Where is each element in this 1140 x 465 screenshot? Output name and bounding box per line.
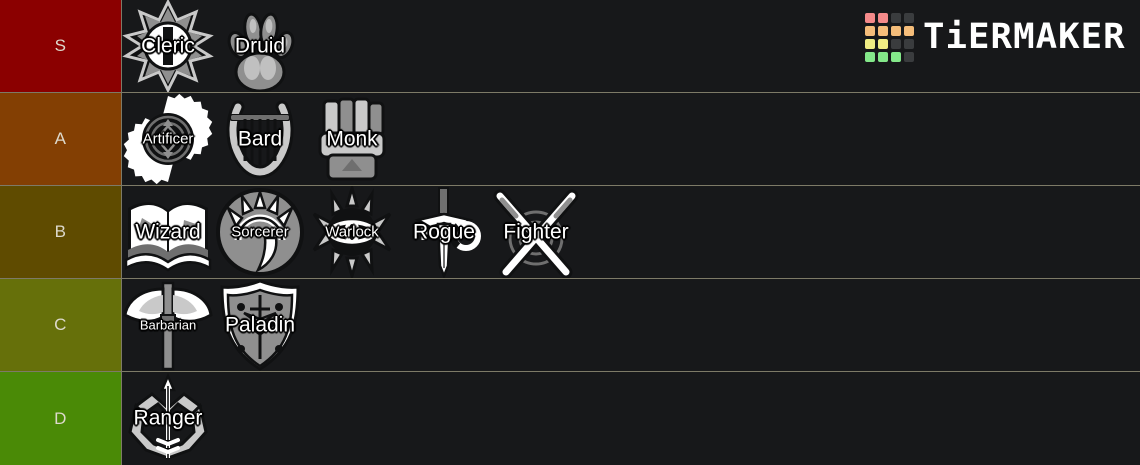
tier-item-fighter[interactable]: Fighter [490, 186, 582, 278]
logo-grid-cell [878, 26, 889, 36]
logo-grid-cell [865, 52, 876, 62]
tier-item-artificer[interactable]: Artificer [122, 93, 214, 185]
tier-item-ranger[interactable]: Ranger [122, 372, 214, 464]
rogue-dagger-icon [398, 186, 490, 278]
logo-grid-cell [865, 39, 876, 49]
cleric-sunburst-icon [122, 0, 214, 92]
logo-grid-cell [878, 39, 889, 49]
logo-grid-cell [865, 13, 876, 23]
wizard-book-icon [122, 186, 214, 278]
tiermaker-grid-logo-icon [865, 13, 915, 62]
tier-item-warlock[interactable]: Warlock [306, 186, 398, 278]
tier-row-b: B Wizard Sorcerer [0, 186, 1140, 279]
tier-label-d[interactable]: D [0, 372, 122, 465]
tier-row-a: A Artificer [0, 93, 1140, 186]
tier-dropzone-c[interactable]: Barbarian Paladin [122, 279, 1140, 371]
logo-grid-cell [904, 26, 915, 36]
tier-item-sorcerer[interactable]: Sorcerer [214, 186, 306, 278]
tier-dropzone-d[interactable]: Ranger [122, 372, 1140, 465]
tier-item-rogue[interactable]: Rogue [398, 186, 490, 278]
artificer-gear-icon [122, 93, 214, 185]
logo-grid-cell [891, 52, 902, 62]
tiermaker-logo[interactable]: TiERMAKER [865, 13, 1126, 62]
logo-grid-cell [891, 39, 902, 49]
ranger-bow-icon [122, 372, 214, 464]
logo-grid-cell [904, 13, 915, 23]
tier-item-wizard[interactable]: Wizard [122, 186, 214, 278]
logo-grid-cell [865, 26, 876, 36]
logo-grid-cell [891, 13, 902, 23]
logo-grid-cell [891, 26, 902, 36]
tier-item-barbarian[interactable]: Barbarian [122, 279, 214, 371]
logo-grid-cell [904, 39, 915, 49]
sorcerer-emblem-icon [214, 186, 306, 278]
logo-grid-cell [904, 52, 915, 62]
tier-item-druid[interactable]: Druid [214, 0, 306, 92]
monk-fist-icon [306, 93, 398, 185]
fighter-crossed-swords-icon [490, 186, 582, 278]
logo-grid-cell [878, 52, 889, 62]
tier-label-b[interactable]: B [0, 186, 122, 278]
tier-label-a[interactable]: A [0, 93, 122, 185]
tier-item-paladin[interactable]: Paladin [214, 279, 306, 371]
tier-dropzone-a[interactable]: Artificer Bard [122, 93, 1140, 185]
bard-lyre-icon [214, 93, 306, 185]
warlock-eye-icon [306, 186, 398, 278]
barbarian-axe-icon [122, 279, 214, 371]
tier-label-s[interactable]: S [0, 0, 122, 92]
tier-row-s: S Cleric [0, 0, 1140, 93]
tier-dropzone-b[interactable]: Wizard Sorcerer [122, 186, 1140, 278]
tier-item-cleric[interactable]: Cleric [122, 0, 214, 92]
tier-item-bard[interactable]: Bard [214, 93, 306, 185]
tiermaker-wordmark: TiERMAKER [923, 17, 1126, 57]
tier-dropzone-s[interactable]: Cleric Druid [122, 0, 1140, 92]
tier-row-c: C Barbarian [0, 279, 1140, 372]
paladin-shield-icon [214, 279, 306, 371]
druid-paw-icon [214, 0, 306, 92]
tier-item-monk[interactable]: Monk [306, 93, 398, 185]
tier-row-d: D Ranger [0, 372, 1140, 465]
tier-label-c[interactable]: C [0, 279, 122, 371]
logo-grid-cell [878, 13, 889, 23]
